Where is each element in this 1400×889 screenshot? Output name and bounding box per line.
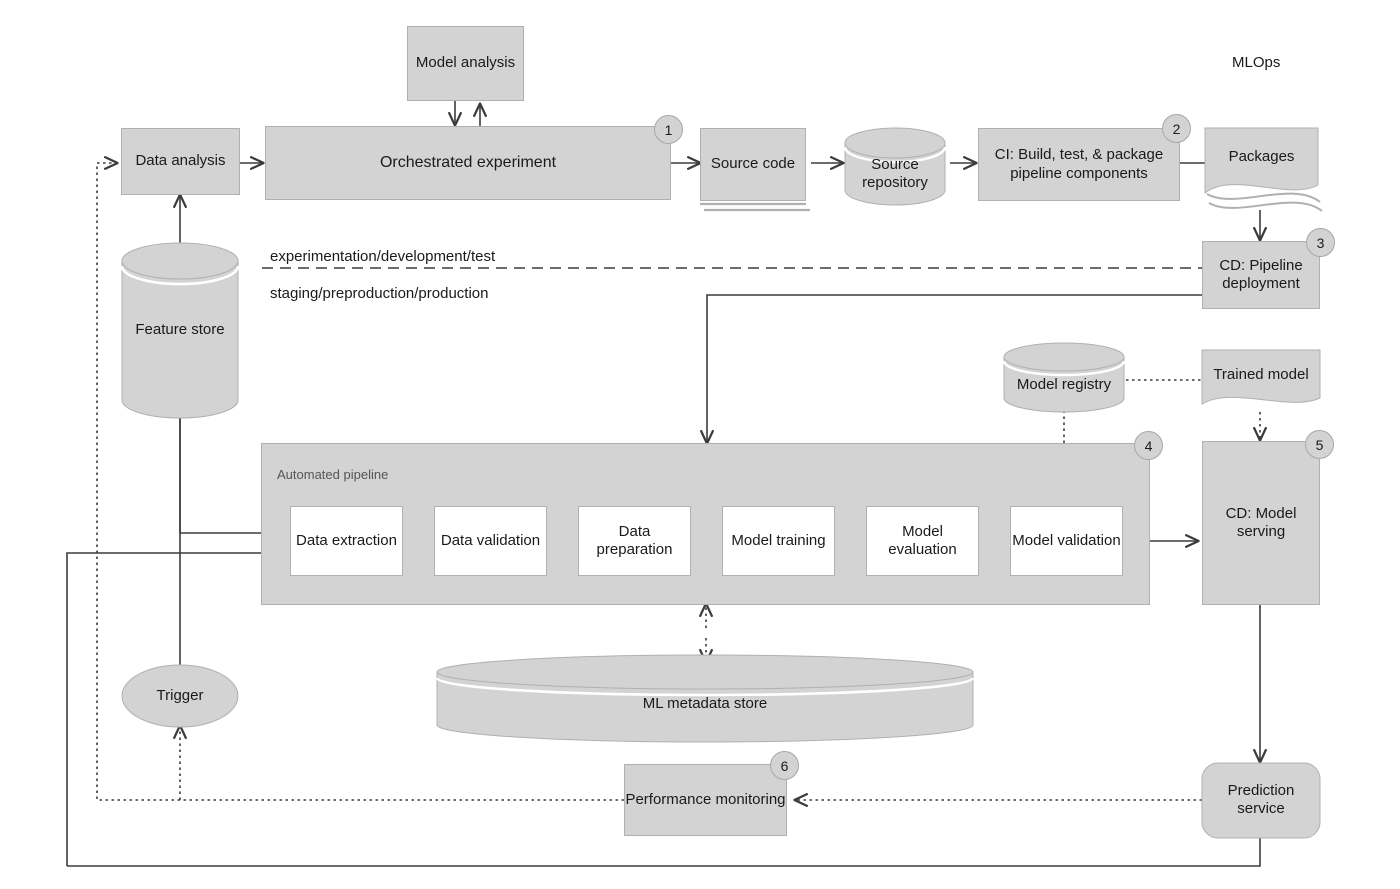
pipeline-step-1-label: Data validation: [440, 531, 541, 549]
pipeline-step-3-label: Model training: [731, 531, 826, 549]
source-code-stack-lines: [700, 202, 810, 212]
pipeline-step-2-label: Data preparation: [596, 522, 673, 558]
pipeline-step-model-evaluation[interactable]: Model evaluation: [866, 506, 979, 576]
node-trigger-label: Trigger: [156, 686, 204, 704]
node-ci-build-test-package-label: CI: Build, test, & package pipeline comp…: [994, 146, 1164, 182]
pipeline-step-0-label: Data extraction: [296, 531, 397, 549]
node-ml-metadata-store[interactable]: ML metadata store: [560, 690, 850, 718]
node-performance-monitoring-label: Performance monitoring: [625, 790, 786, 808]
node-source-code-label: Source code: [710, 155, 796, 173]
node-model-analysis-label: Model analysis: [415, 54, 516, 72]
badge-step-3: 3: [1306, 228, 1335, 257]
node-model-registry[interactable]: Model registry: [1004, 363, 1124, 407]
node-orchestrated-experiment[interactable]: Orchestrated experiment: [265, 126, 671, 200]
pipeline-step-data-validation[interactable]: Data validation: [434, 506, 547, 576]
node-source-repository-label: Source repository: [862, 155, 928, 191]
environment-label-upper: experimentation/development/test: [270, 248, 496, 265]
node-source-repository[interactable]: Source repository: [845, 143, 945, 205]
node-orchestrated-experiment-label: Orchestrated experiment: [379, 154, 557, 172]
line-prediction-service-return: [67, 838, 1261, 867]
badge-step-1: 1: [654, 115, 683, 144]
page-title: MLOps: [1232, 54, 1281, 71]
node-feature-store-label: Feature store: [135, 320, 225, 338]
automated-pipeline-container: [261, 443, 1150, 605]
node-data-analysis-label: Data analysis: [135, 152, 226, 170]
node-trained-model-label: Trained model: [1213, 365, 1309, 383]
node-cd-pipeline-deployment[interactable]: CD: Pipeline deployment: [1202, 241, 1320, 309]
node-packages[interactable]: Packages: [1205, 128, 1318, 186]
node-trigger[interactable]: Trigger: [122, 682, 238, 710]
node-prediction-service-label: Prediction service: [1227, 781, 1295, 817]
badge-step-2: 2: [1162, 114, 1191, 143]
environment-label-lower: staging/preproduction/production: [270, 285, 489, 302]
pipeline-step-model-validation[interactable]: Model validation: [1010, 506, 1123, 576]
pipeline-step-data-extraction[interactable]: Data extraction: [290, 506, 403, 576]
badge-step-4: 4: [1134, 431, 1163, 460]
automated-pipeline-label: Automated pipeline: [277, 467, 389, 482]
node-model-analysis[interactable]: Model analysis: [407, 26, 524, 101]
badge-step-5: 5: [1305, 430, 1334, 459]
node-cd-pipeline-deployment-label: CD: Pipeline deployment: [1219, 256, 1303, 292]
pipeline-step-data-preparation[interactable]: Data preparation: [578, 506, 691, 576]
node-cd-model-serving[interactable]: CD: Model serving: [1202, 441, 1320, 605]
node-prediction-service[interactable]: Prediction service: [1202, 776, 1320, 824]
node-model-registry-label: Model registry: [1016, 375, 1112, 393]
pipeline-step-4-label: Model evaluation: [888, 522, 957, 558]
node-source-code[interactable]: Source code: [700, 128, 806, 201]
node-feature-store[interactable]: Feature store: [122, 300, 238, 360]
node-trained-model[interactable]: Trained model: [1202, 352, 1320, 398]
node-ml-metadata-store-label: ML metadata store: [642, 694, 768, 712]
node-data-analysis[interactable]: Data analysis: [121, 128, 240, 195]
arrow-cd-pipeline-to-automated-pipeline: [707, 294, 1203, 443]
badge-step-6: 6: [770, 751, 799, 780]
pipeline-step-model-training[interactable]: Model training: [722, 506, 835, 576]
node-ci-build-test-package[interactable]: CI: Build, test, & package pipeline comp…: [978, 128, 1180, 201]
node-packages-label: Packages: [1228, 147, 1295, 165]
node-cd-model-serving-label: CD: Model serving: [1225, 504, 1297, 540]
node-performance-monitoring[interactable]: Performance monitoring: [624, 764, 787, 836]
pipeline-step-5-label: Model validation: [1012, 531, 1121, 549]
